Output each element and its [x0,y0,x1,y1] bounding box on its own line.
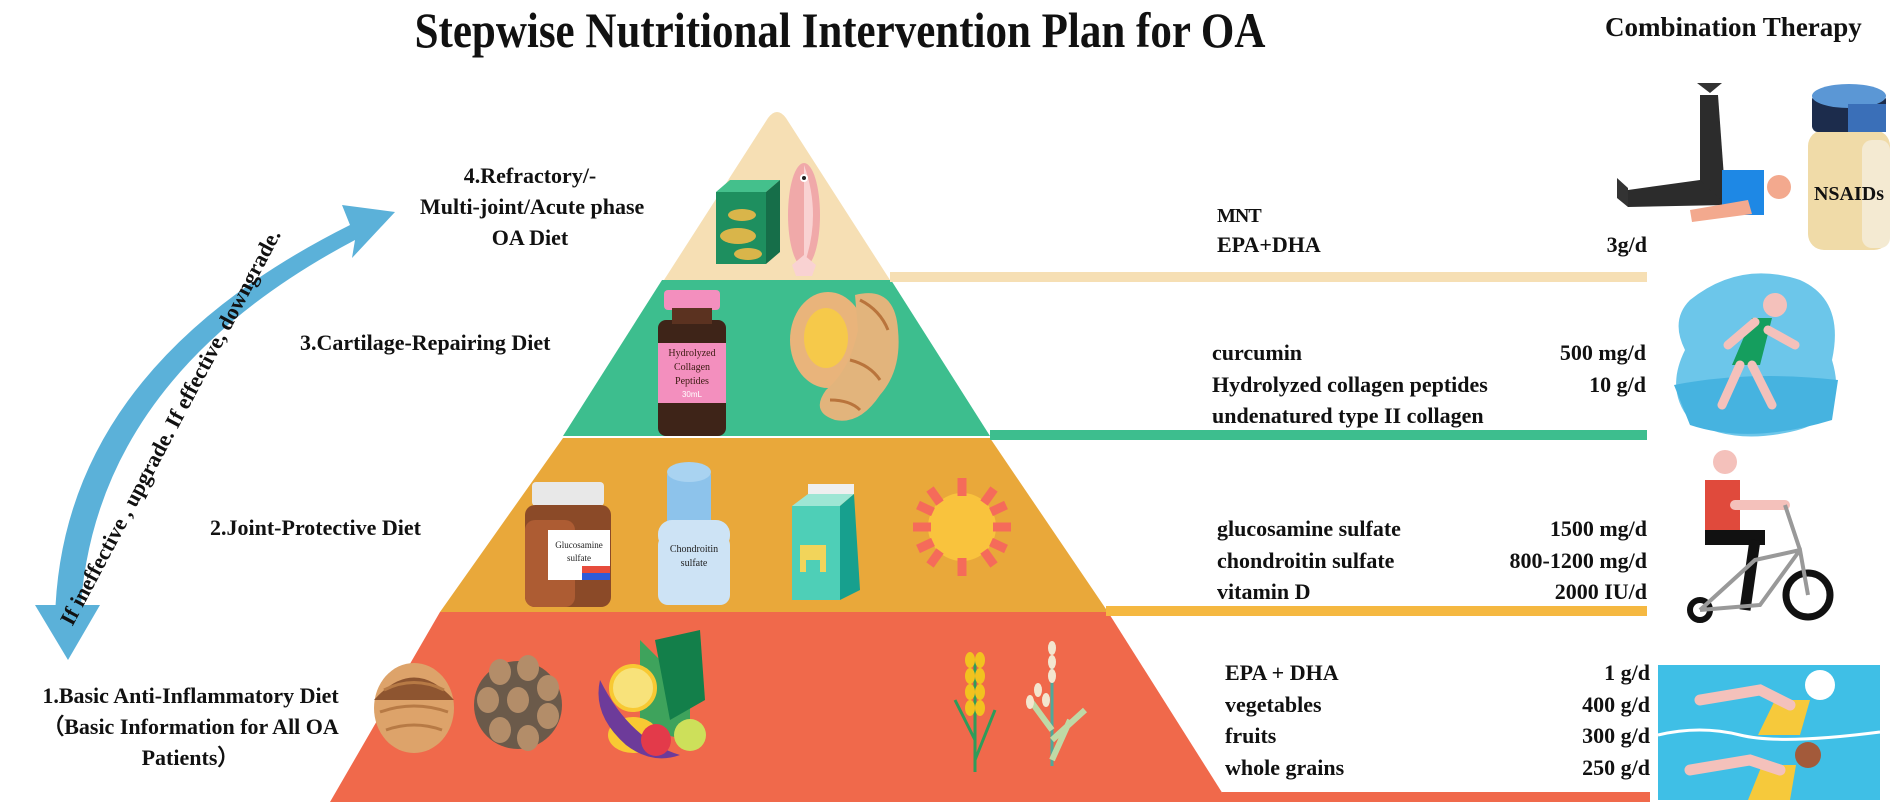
tier-1-bar [1222,792,1650,802]
level-4-prescription: MNT EPA+DHA 3g/d [1217,203,1647,261]
canned-fish-icon [716,180,780,264]
fish-icon [788,163,820,276]
water-walking-icon [1674,273,1838,437]
cycling-icon [1687,450,1834,623]
level-2-prescription: glucosamine sulfate 1500 mg/d chondroiti… [1217,513,1647,608]
svg-text:sulfate: sulfate [681,558,708,569]
level-1-prescription: EPA + DHA 1 g/d vegetables 400 g/d fruit… [1225,657,1650,783]
pyramid-tier-3 [563,280,990,436]
svg-text:Collagen: Collagen [674,362,710,373]
nsaids-bottle-icon: NSAIDs [1808,84,1890,250]
level-3-prescription: curcumin 500 mg/d Hydrolyzed collagen pe… [1212,337,1646,432]
pyramid-tier-1 [330,612,1228,802]
glucosamine-bottle-icon: Glucosamine sulfate [525,482,611,607]
mnt-header: MNT [1217,205,1262,227]
rx-row: EPA+DHA 3g/d [1217,232,1647,257]
tier-4-bar [890,272,1647,282]
svg-text:NSAIDs: NSAIDs [1814,183,1884,205]
sun-icon [913,478,1011,576]
rx-row: EPA + DHA 1 g/d [1225,660,1650,685]
rx-row: fruits 300 g/d [1225,723,1650,748]
level-4-label: 4.Refractory/- Multi-joint/Acute phase O… [420,163,645,250]
tier-3-bar [990,430,1647,440]
svg-text:Peptides: Peptides [675,376,709,387]
leg-raise-exercise-icon [1617,83,1791,222]
svg-text:Glucosamine: Glucosamine [555,540,603,550]
combination-therapy-title: Combination Therapy [1605,12,1862,42]
chondroitin-bottle-icon: Chondroitin sulfate [658,462,730,605]
rx-row: undenatured type II collagen [1212,403,1484,428]
svg-text:Hydrolyzed: Hydrolyzed [668,348,715,359]
level-3-label: 3.Cartilage-Repairing Diet [300,330,551,355]
hazelnuts-icon [474,655,562,751]
swimming-icon [1657,665,1881,800]
ginger-icon [790,292,899,421]
level-2-label: 2.Joint-Protective Diet [210,515,421,540]
rice-icon [1026,641,1088,766]
vegetables-fruits-icon [598,630,706,759]
tier-2-bar [1106,606,1647,616]
rx-row: curcumin 500 mg/d [1212,340,1646,365]
rx-row: vitamin D 2000 IU/d [1217,579,1647,604]
collagen-bottle-icon: Hydrolyzed Collagen Peptides 30mL [658,290,726,436]
svg-text:30mL: 30mL [682,390,703,399]
rx-row: vegetables 400 g/d [1225,691,1650,717]
wheat-icon [953,652,997,772]
rx-row: chondroitin sulfate 800-1200 mg/d [1217,547,1647,573]
cycle-double-arrow [35,205,395,660]
rx-row: whole grains 250 g/d [1225,754,1650,780]
page-title: Stepwise Nutritional Intervention Plan f… [414,2,1266,58]
svg-text:sulfate: sulfate [567,553,591,563]
rx-row: glucosamine sulfate 1500 mg/d [1217,516,1647,541]
walnut-icon [374,663,454,753]
milk-carton-icon [792,484,860,600]
rx-row: Hydrolyzed collagen peptides 10 g/d [1212,371,1646,397]
svg-text:Chondroitin: Chondroitin [670,544,718,555]
level-1-label: 1.Basic Anti-Inflammatory Diet （Basic In… [42,683,339,770]
